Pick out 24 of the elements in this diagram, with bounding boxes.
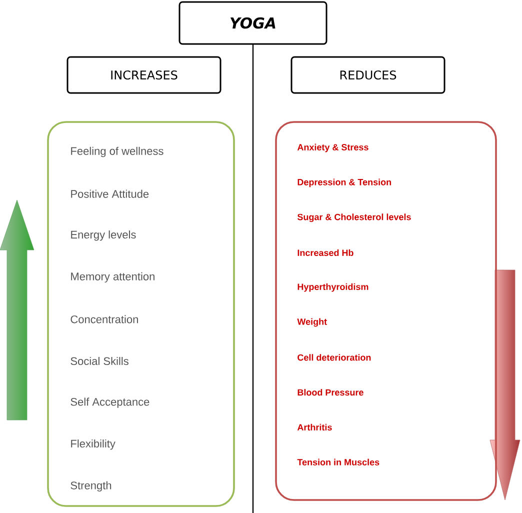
list-panel [275,121,497,501]
list-item: Depression & Tension [298,178,391,188]
list-item: Positive Attitude [71,190,149,198]
list-item: Anxiety & Stress [297,144,368,152]
list-item: Sugar & Cholesterol levels [297,214,411,222]
list-item: Self Acceptance [70,398,150,408]
list-item: Strength [70,481,112,492]
list-item: Memory attention [71,272,154,282]
list-item: Tension in Muscles [297,458,380,466]
list-panel [47,121,235,507]
list-item: Arthritis [297,424,332,430]
list-item: Hyperthyroidism [298,283,368,292]
header-box: INCREASES [66,56,222,94]
list-item: Energy levels [71,230,136,241]
list-item: Blood Pressure [298,388,364,396]
list-item: Flexibility [71,439,116,450]
list-item: Cell deterioration [298,354,371,361]
list-item: Weight [297,318,327,327]
list-item: Concentration [70,315,138,324]
list-item: Social Skills [70,356,128,366]
list-item: Feeling of wellness [71,146,164,158]
list-item: Increased Hb [298,249,354,256]
title-box: YOGA [178,1,328,45]
header-box: REDUCES [290,56,446,94]
